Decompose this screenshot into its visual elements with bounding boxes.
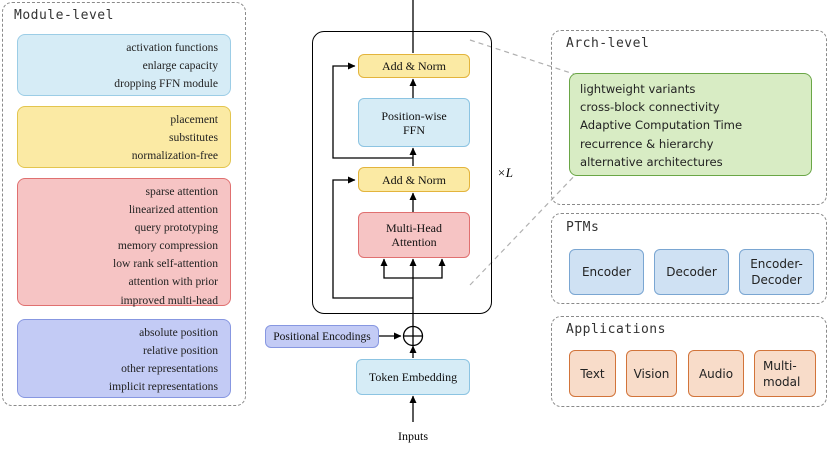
applications-title: Applications	[566, 322, 666, 337]
activation-ffn-box: activation functions enlarge capacity dr…	[17, 34, 231, 96]
arch-item: alternative architectures	[580, 154, 723, 169]
position-box: absolute position relative position othe…	[17, 319, 231, 398]
box-item: absolute position	[139, 326, 218, 339]
box-item: normalization-free	[131, 149, 218, 163]
box-item: implicit representations	[108, 380, 218, 394]
add-norm-bottom: Add & Norm	[358, 167, 470, 192]
box-item: enlarge capacity	[142, 59, 218, 73]
box-item: sparse attention	[145, 185, 218, 198]
arch-item: recurrence & hierarchy	[580, 136, 714, 151]
ptms-group	[551, 213, 827, 304]
box-item: substitutes	[169, 131, 218, 145]
applications-group	[551, 316, 827, 407]
repeat-label: ×L	[497, 165, 514, 180]
module-level-group	[2, 2, 246, 406]
app-vision: Vision	[626, 350, 677, 397]
app-text: Text	[569, 350, 616, 397]
ptm-encoder-decoder: Encoder- Decoder	[739, 249, 814, 295]
box-item: attention with prior	[128, 275, 218, 289]
app-audio: Audio	[688, 350, 744, 397]
ptm-encoder: Encoder	[569, 249, 644, 295]
arch-level-title: Arch-level	[566, 36, 650, 51]
box-item: dropping FFN module	[114, 77, 218, 91]
inputs-label: Inputs	[398, 429, 428, 443]
module-level-title: Module-level	[14, 8, 114, 23]
box-item: other representations	[121, 362, 218, 376]
encoder-block-frame	[312, 31, 492, 314]
arch-item: lightweight variants	[580, 82, 696, 96]
add-norm-top: Add & Norm	[358, 54, 470, 78]
box-item: memory compression	[117, 239, 218, 253]
multi-head-attention: Multi-Head Attention	[358, 212, 470, 258]
positional-encodings: Positional Encodings	[265, 325, 379, 348]
ptms-title: PTMs	[566, 220, 600, 235]
normalization-box: placement substitutes normalization-free	[17, 106, 231, 168]
arch-item: Adaptive Computation Time	[580, 118, 743, 133]
box-item: linearized attention	[128, 203, 218, 217]
app-multimodal: Multi- modal	[754, 350, 816, 397]
box-item: relative position	[142, 344, 218, 358]
box-item: low rank self-attention	[113, 257, 218, 271]
token-embedding: Token Embedding	[356, 359, 470, 395]
attention-box: sparse attention linearized attention qu…	[17, 178, 231, 307]
ptm-decoder: Decoder	[654, 249, 729, 295]
position-wise-ffn: Position-wise FFN	[358, 98, 470, 147]
box-item: improved multi-head	[120, 293, 218, 307]
box-item: activation functions	[126, 41, 218, 54]
arch-item: cross-block connectivity	[580, 100, 720, 115]
box-item: query prototyping	[134, 221, 218, 235]
arch-level-group	[551, 30, 827, 205]
box-item: placement	[170, 113, 218, 126]
arch-level-box: lightweight variants cross-block connect…	[569, 73, 812, 176]
